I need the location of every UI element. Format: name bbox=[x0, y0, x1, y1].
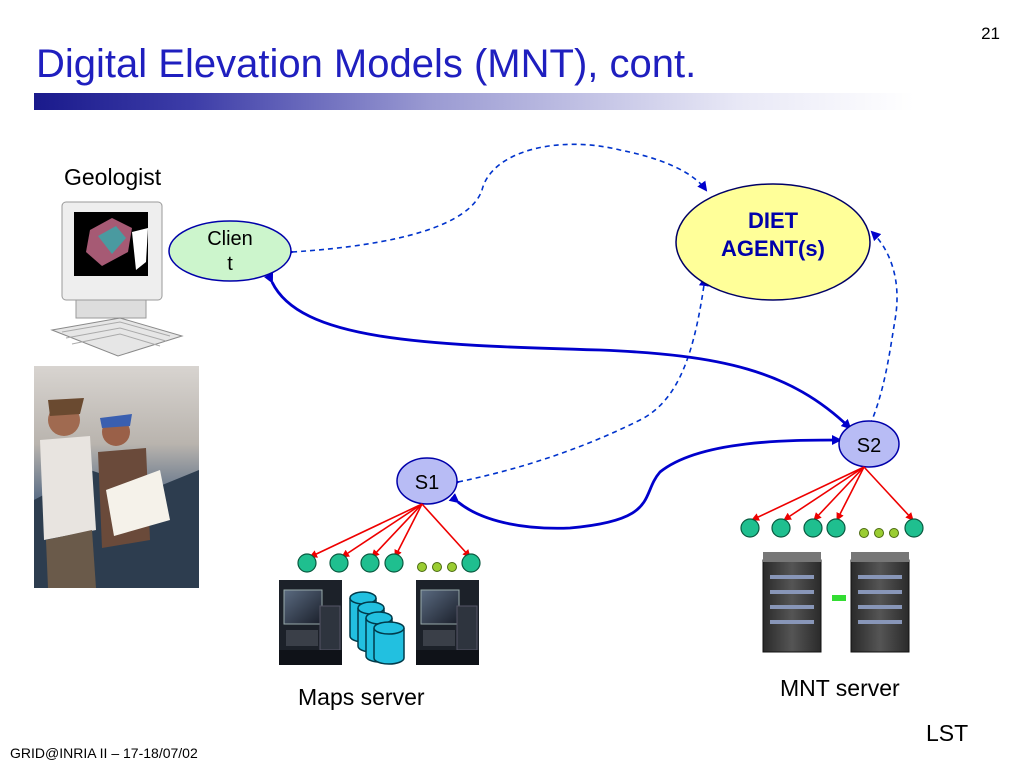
s1-child-node bbox=[297, 553, 317, 573]
s2-label: S2 bbox=[857, 435, 881, 457]
s2-ellipsis bbox=[859, 528, 899, 538]
s1-child-node bbox=[384, 553, 404, 573]
client-node bbox=[168, 220, 292, 282]
s1-children bbox=[297, 553, 481, 573]
s1-node bbox=[396, 457, 458, 505]
s1-child-node bbox=[360, 553, 380, 573]
geologist-label: Geologist bbox=[64, 164, 162, 190]
s2-node bbox=[838, 420, 900, 468]
agent-s2-arrow bbox=[862, 230, 898, 435]
computer-icon bbox=[50, 201, 184, 357]
database-icon bbox=[349, 591, 405, 665]
client-label-line1: Clien bbox=[207, 228, 253, 250]
s2-child-node bbox=[826, 518, 846, 538]
client-label-line2: t bbox=[227, 253, 233, 275]
s1-label: S1 bbox=[415, 472, 439, 494]
maps-server-label: Maps server bbox=[298, 684, 425, 710]
workstation-icon bbox=[416, 580, 479, 665]
mnt-server-label: MNT server bbox=[780, 675, 900, 701]
s2-child-node bbox=[771, 518, 791, 538]
s2-child-node bbox=[803, 518, 823, 538]
geologists-photo bbox=[34, 366, 199, 588]
title-underline-bar bbox=[34, 93, 914, 110]
lst-label: LST bbox=[926, 720, 969, 746]
s2-children bbox=[740, 518, 924, 538]
server-rack-icon bbox=[850, 552, 910, 653]
s1-child-node bbox=[461, 553, 481, 573]
s2-fanout bbox=[751, 466, 914, 521]
s1-child-node bbox=[329, 553, 349, 573]
s1-fanout bbox=[309, 503, 471, 558]
diet-agent-node bbox=[675, 183, 871, 301]
agent-client-arrow bbox=[283, 143, 708, 258]
page-title: Digital Elevation Models (MNT), cont. bbox=[36, 42, 697, 86]
client-s2-arrow bbox=[264, 272, 852, 430]
server-rack-icon bbox=[762, 552, 822, 653]
agent-label-line1: DIET bbox=[748, 208, 799, 233]
link-indicator bbox=[832, 595, 846, 601]
slide-number: 21 bbox=[981, 24, 1000, 43]
data-links bbox=[264, 272, 852, 530]
s1-ellipsis bbox=[417, 562, 457, 572]
workstation-icon bbox=[279, 580, 342, 665]
agent-s1-arrow bbox=[449, 276, 709, 489]
s2-child-node bbox=[740, 518, 760, 538]
s2-child-node bbox=[904, 518, 924, 538]
agent-label-line2: AGENT(s) bbox=[721, 236, 825, 261]
s1-s2-arrow bbox=[448, 435, 842, 530]
footer-text: GRID@INRIA II – 17-18/07/02 bbox=[10, 745, 198, 761]
